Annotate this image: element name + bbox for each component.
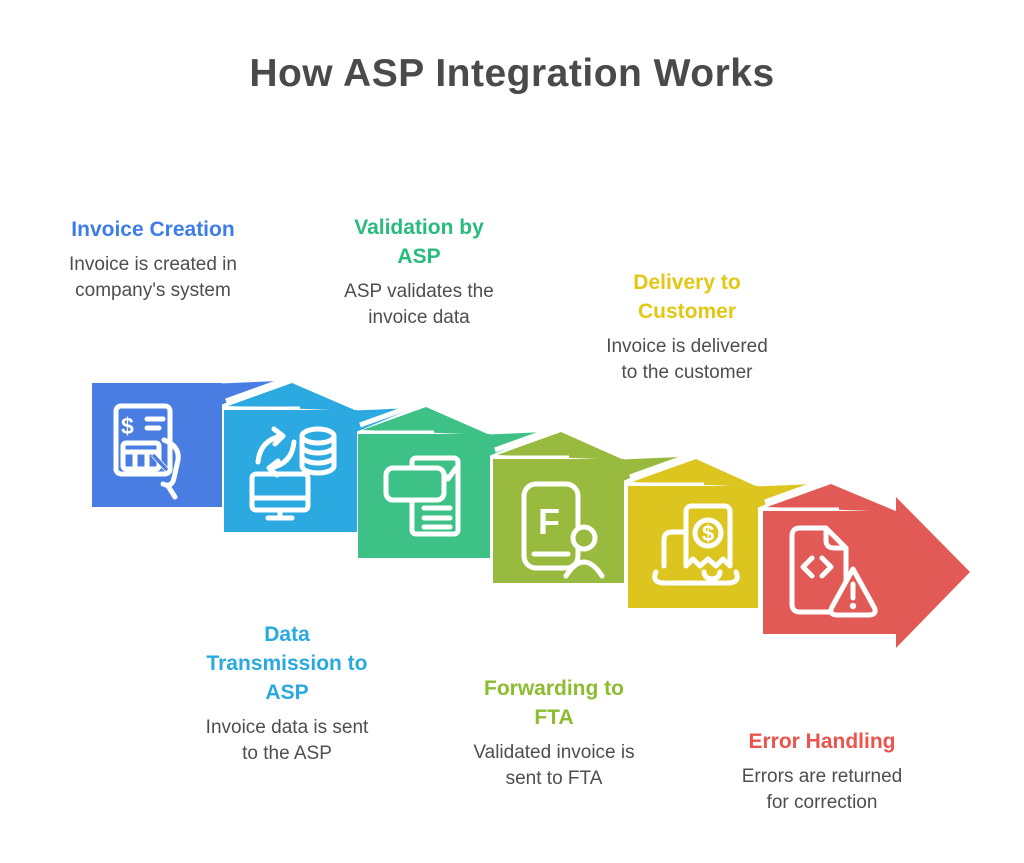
step-title: Forwarding to FTA — [484, 677, 624, 729]
document-check-icon — [383, 455, 461, 537]
fold-gap — [494, 424, 560, 453]
step-shape-invoice-creation: $ — [92, 381, 278, 507]
fta-glyph: F — [538, 501, 560, 542]
step-label-error-handling: Error Handling Errors are returned for c… — [707, 727, 937, 816]
step-description: Invoice data is sent to the ASP — [205, 717, 369, 764]
step-title: Delivery to Customer — [633, 271, 741, 323]
error-file-warning-icon — [789, 525, 878, 618]
step-label-forwarding: Forwarding to FTA Validated invoice is s… — [439, 674, 669, 792]
step-label-validation: Validation by ASP ASP validates the invo… — [304, 213, 534, 331]
step-description: Errors are returned for correction — [741, 766, 903, 813]
arrow-head — [896, 497, 970, 648]
fold-gap — [359, 399, 425, 428]
fold-flap — [362, 407, 490, 435]
step-panel — [224, 410, 357, 532]
fold-flap — [497, 432, 624, 460]
step-description: Invoice is created in company's system — [69, 254, 237, 301]
step-shape-delivery: $ — [628, 451, 814, 608]
step-label-delivery: Delivery to Customer Invoice is delivere… — [572, 268, 802, 386]
page-title: How ASP Integration Works — [249, 52, 775, 95]
step-shape-forwarding: F — [493, 424, 680, 583]
dollar-glyph: $ — [702, 521, 714, 546]
step-label-invoice-creation: Invoice Creation Invoice is created in c… — [38, 215, 268, 304]
step-title: Data Transmission to ASP — [206, 623, 368, 704]
step-description: ASP validates the invoice data — [344, 281, 494, 328]
step-shape-error-handling — [763, 476, 970, 648]
fold-flap — [632, 459, 758, 487]
step-label-data-transmission: Data Transmission to ASP Invoice data is… — [172, 620, 402, 767]
fold-flap — [228, 383, 357, 411]
step-title: Error Handling — [748, 730, 896, 753]
exclamation-dot — [849, 602, 857, 610]
step-shape-data-transmission — [224, 375, 413, 532]
fold-gap — [629, 451, 695, 480]
step-description: Invoice is delivered to the customer — [606, 336, 768, 383]
step-title: Validation by ASP — [354, 216, 484, 268]
step-title: Invoice Creation — [71, 218, 235, 241]
fold-flap — [767, 484, 898, 512]
step-description: Validated invoice is sent to FTA — [473, 742, 635, 789]
fold-gap — [764, 476, 830, 505]
laptop-receipt-icon: $ — [652, 503, 740, 586]
monitor-database-sync-icon — [249, 426, 337, 521]
dollar-glyph: $ — [121, 413, 134, 439]
invoice-document-hand-icon: $ — [113, 403, 181, 500]
step-panel — [493, 459, 624, 583]
fta-portal-user-icon: F — [521, 481, 605, 579]
fold-gap — [225, 375, 291, 404]
